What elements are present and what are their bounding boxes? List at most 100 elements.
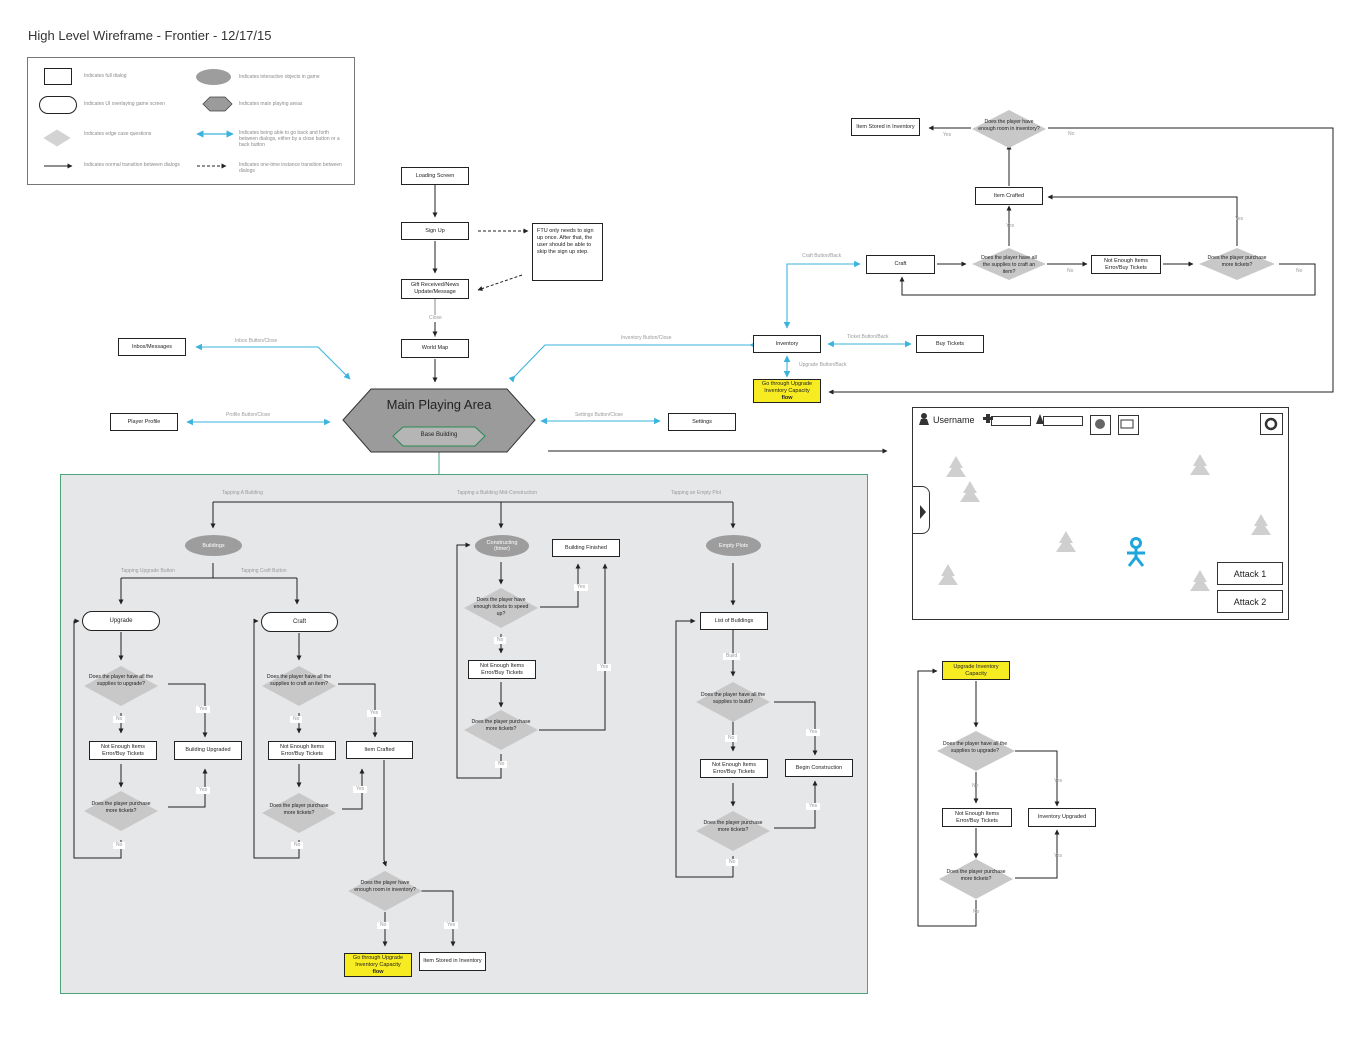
region-yes-1: Yes	[196, 706, 211, 713]
building-finished-box: Building Finished	[552, 539, 620, 557]
craft-supplies-diamond	[972, 248, 1046, 280]
legend-full-dialog-sample	[44, 68, 72, 85]
game-screen-mockup: Username Attack 1 Attack 2	[912, 407, 1289, 620]
craft-purchase-diamond	[262, 793, 336, 833]
upgrade-label: Upgrade Button/Back	[799, 362, 847, 368]
go-upgrade-region-line-c: flow	[372, 968, 384, 975]
build-label: Build	[723, 653, 741, 660]
buy-tickets-box: Buy Tickets	[916, 335, 984, 353]
region-yes-9: Yes	[806, 803, 821, 810]
legend-normal-transition: Indicates normal transition between dial…	[84, 162, 180, 168]
page-title: High Level Wireframe - Frontier - 12/17/…	[28, 28, 272, 43]
tap-building-label: Tapping A Building	[222, 490, 263, 496]
inventory-label: Inventory Button/Close	[621, 335, 672, 341]
region-yes-6: Yes	[574, 584, 589, 591]
legend-main-area-hex	[202, 96, 233, 112]
gift-received-box: Gift Received/News Update/Message	[401, 279, 469, 299]
not-enough-box-upgrade: Not Enough Items Error/Buy Tickets	[89, 741, 157, 760]
inv-purchase-q: Does the player purchase more tickets?	[946, 869, 1006, 882]
energy-bar[interactable]	[1043, 416, 1083, 426]
buildings-oval: Buildings	[185, 535, 242, 556]
speed-q: Does the player have enough tickets to s…	[473, 597, 529, 617]
inv-no-2: No	[973, 909, 980, 915]
go-upgrade-line-c: flow	[781, 394, 793, 401]
upgrade-inventory-title-box: Upgrade Inventory Capacity	[942, 661, 1010, 680]
room-q-region: Does the player have enough room in inve…	[354, 880, 416, 893]
upgrade-q: Does the player have all the supplies to…	[88, 674, 154, 687]
purchase-q-top: Does the player purchase more tickets?	[1207, 255, 1267, 268]
inv-upgrade-q: Does the player have all the supplies to…	[942, 741, 1008, 754]
region-yes-2: Yes	[196, 787, 211, 794]
upgrade-pill: Upgrade	[82, 611, 160, 631]
health-bar[interactable]	[991, 416, 1031, 426]
yes-label-3: Yes	[943, 132, 952, 138]
base-building-label: Base Building	[420, 432, 458, 438]
craft-q-top: Does the player have all the supplies to…	[981, 255, 1037, 275]
no-label-2: No	[1296, 268, 1303, 274]
signup-box: Sign Up	[401, 222, 469, 240]
region-yes-5: Yes	[444, 922, 459, 929]
inv-no-1: No	[972, 783, 979, 789]
settings-box: Settings	[668, 413, 736, 431]
region-yes-3: Yes	[367, 710, 382, 717]
constructing-oval: Constructing (timer)	[475, 535, 529, 557]
upgrade-purchase-diamond	[84, 791, 158, 831]
legend-one-time: Indicates one-time instance transition b…	[239, 162, 342, 174]
go-upgrade-region-line-a: Go through Upgrade	[352, 954, 404, 961]
player-character-icon	[1127, 537, 1145, 567]
attack-2-button[interactable]: Attack 2	[1217, 590, 1283, 613]
upgrade-purchase-q: Does the player purchase more tickets?	[91, 801, 151, 814]
craft-pill: Craft	[261, 612, 338, 632]
purchase-diamond-top	[1199, 248, 1275, 280]
ftu-note: FTU only needs to sign up once. After th…	[532, 223, 603, 281]
inv-upgrade-supplies-diamond	[937, 731, 1015, 771]
region-no-3: No	[290, 716, 303, 723]
build-purchase-diamond	[696, 811, 770, 851]
inv-yes-2: Yes	[1054, 853, 1063, 859]
mail-icon[interactable]	[1118, 415, 1139, 435]
item-stored-box-region: Item Stored in Inventory	[419, 952, 486, 971]
craft-q-region: Does the player have all the supplies to…	[266, 674, 332, 687]
building-upgraded-box: Building Upgraded	[174, 741, 242, 760]
not-enough-box-top: Not Enough Items Error/Buy Tickets	[1091, 255, 1161, 274]
main-playing-area-label: Main Playing Area	[386, 397, 492, 412]
shop-icon[interactable]	[1090, 415, 1111, 435]
profile-label: Profile Button/Close	[226, 412, 271, 418]
inv-upgrade-purchase-diamond	[939, 859, 1013, 899]
craft-purchase-q: Does the player purchase more tickets?	[269, 803, 329, 816]
ticket-label: Ticket Button/Back	[847, 334, 889, 340]
legend-ui-overlay: Indicates UI overlaying game screen	[84, 101, 165, 107]
constructing-purchase-diamond	[464, 710, 538, 750]
craft-label: Craft Button/Back	[802, 253, 842, 259]
list-buildings-box: List of Buildings	[700, 612, 768, 630]
settings-gear-icon[interactable]	[1260, 413, 1283, 435]
region-no-5: No	[377, 922, 390, 929]
side-drawer-tab[interactable]	[913, 486, 930, 534]
build-q: Does the player have all the supplies to…	[700, 692, 766, 705]
tap-upgrade-label: Tapping Upgrade Button	[121, 568, 175, 574]
room-diamond-region	[348, 871, 422, 911]
region-no-7: No	[495, 761, 508, 768]
legend: Indicates full dialog Indicates UI overl…	[27, 57, 355, 185]
region-no-6: No	[494, 637, 507, 644]
attack-1-button[interactable]: Attack 1	[1217, 562, 1283, 585]
legend-back-forth: Indicates being able to go back and fort…	[239, 130, 340, 148]
legend-interactive-sample	[196, 69, 231, 85]
region-no-2: No	[113, 842, 126, 849]
inventory-upgraded-box: Inventory Upgraded	[1028, 808, 1096, 827]
tree-icons	[938, 454, 1271, 591]
not-enough-box-construct: Not Enough Items Error/Buy Tickets	[468, 660, 536, 679]
build-supplies-diamond	[696, 682, 770, 722]
region-no-4: No	[291, 842, 304, 849]
constructing-line-a: Constructing	[486, 540, 518, 546]
item-crafted-box-top: Item Crafted	[975, 187, 1043, 205]
construct-purchase-q: Does the player purchase more tickets?	[471, 719, 531, 732]
build-purchase-q: Does the player purchase more tickets?	[703, 820, 763, 833]
close-label: Close	[426, 315, 445, 322]
constructing-line-b: (timer)	[494, 546, 510, 552]
tap-mid-label: Tapping a Building Mid-Construction	[457, 490, 538, 496]
yes-label-2: Yes	[1006, 223, 1015, 229]
upgrade-supplies-diamond	[84, 666, 158, 706]
craft-supplies-diamond-region	[262, 666, 336, 706]
